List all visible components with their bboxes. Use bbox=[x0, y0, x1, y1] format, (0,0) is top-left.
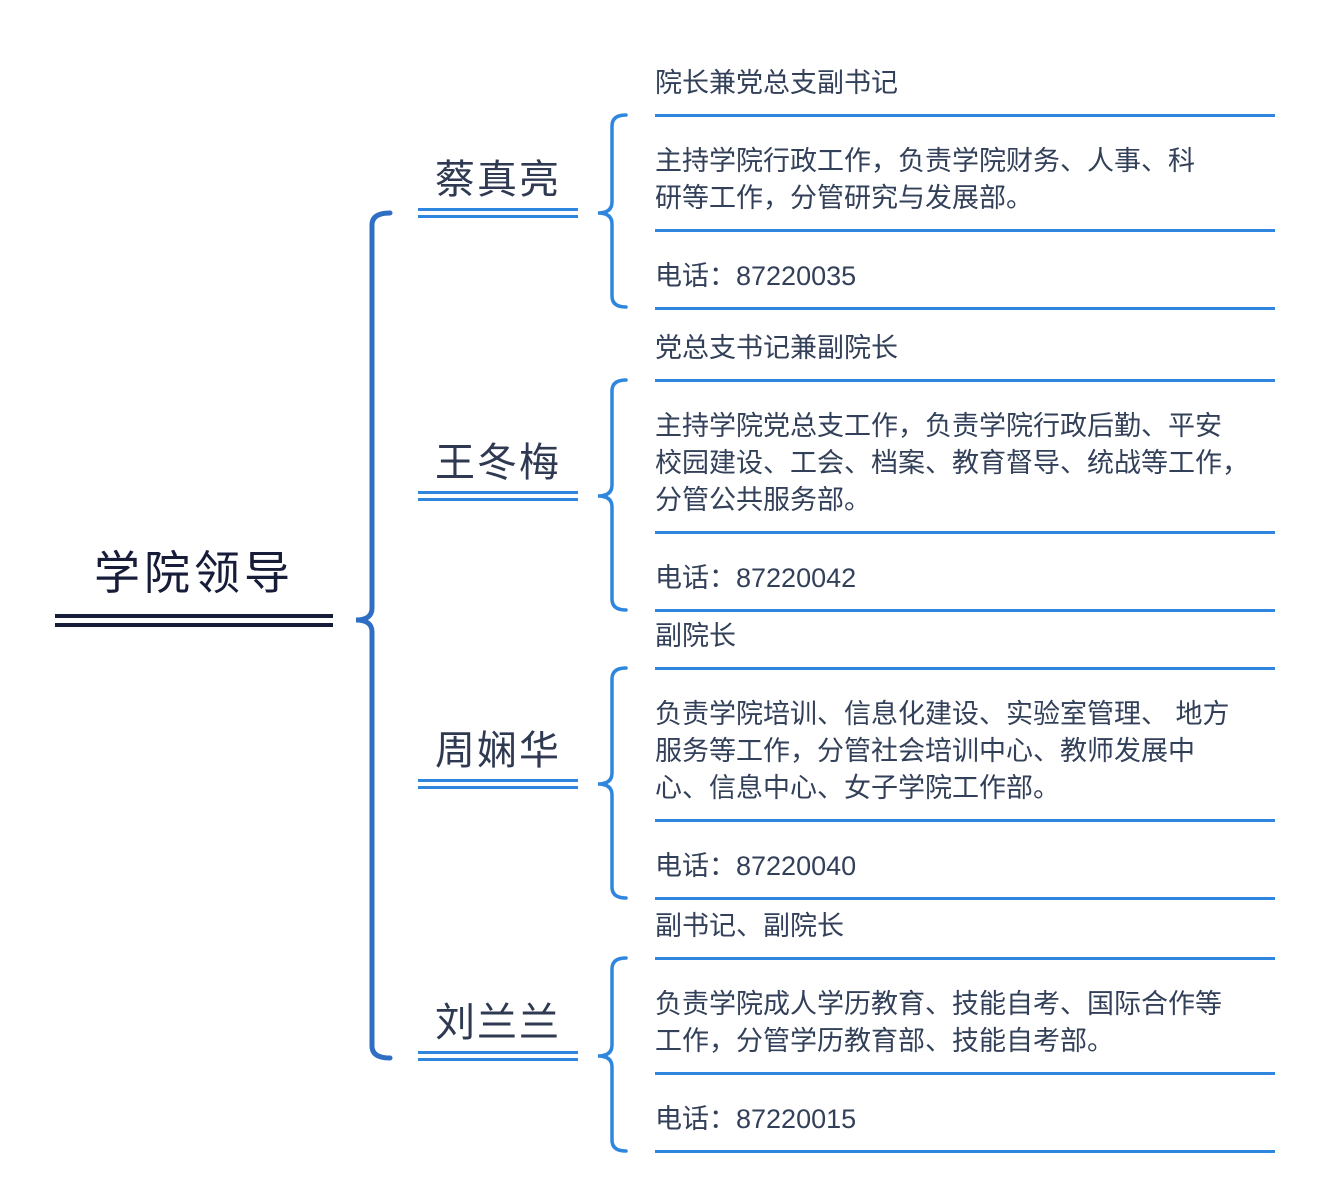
member-duty[interactable]: 负责学院成人学历教育、技能自考、国际合作等 工作，分管学历教育部、技能自考部。 bbox=[655, 986, 1275, 1075]
member-duty[interactable]: 主持学院党总支工作，负责学院行政后勤、平安 校园建设、工会、档案、教育督导、统战… bbox=[655, 408, 1275, 534]
member-name-node-2[interactable]: 王冬梅 bbox=[418, 437, 578, 501]
member-details-2: 党总支书记兼副院长 主持学院党总支工作，负责学院行政后勤、平安 校园建设、工会、… bbox=[655, 330, 1275, 612]
member-name-underline bbox=[418, 779, 578, 789]
member-details-3: 副院长 负责学院培训、信息化建设、实验室管理、 地方 服务等工作，分管社会培训中… bbox=[655, 618, 1275, 900]
member-bracket-3 bbox=[597, 666, 628, 900]
member-details-1: 院长兼党总支副书记 主持学院行政工作，负责学院财务、人事、科 研等工作，分管研究… bbox=[655, 65, 1275, 310]
member-name[interactable]: 蔡真亮 bbox=[435, 158, 561, 202]
member-phone[interactable]: 电话：87220035 bbox=[655, 258, 1275, 310]
member-phone[interactable]: 电话：87220015 bbox=[655, 1101, 1275, 1153]
member-phone[interactable]: 电话：87220040 bbox=[655, 848, 1275, 900]
root-topic[interactable]: 学院领导 bbox=[55, 544, 333, 602]
member-name-underline bbox=[418, 208, 578, 218]
member-details-4: 副书记、副院长 负责学院成人学历教育、技能自考、国际合作等 工作，分管学历教育部… bbox=[655, 908, 1275, 1153]
member-duty[interactable]: 负责学院培训、信息化建设、实验室管理、 地方 服务等工作，分管社会培训中心、教师… bbox=[655, 696, 1275, 822]
member-name-node-1[interactable]: 蔡真亮 bbox=[418, 154, 578, 218]
member-title[interactable]: 副书记、副院长 bbox=[655, 908, 1275, 960]
member-bracket-1 bbox=[597, 113, 628, 309]
root-topic-underline bbox=[55, 614, 333, 627]
member-name-node-3[interactable]: 周娴华 bbox=[418, 725, 578, 789]
member-name-node-4[interactable]: 刘兰兰 bbox=[418, 997, 578, 1061]
root-bracket bbox=[355, 210, 393, 1061]
member-bracket-2 bbox=[597, 378, 628, 612]
member-duty[interactable]: 主持学院行政工作，负责学院财务、人事、科 研等工作，分管研究与发展部。 bbox=[655, 143, 1275, 232]
member-name-underline bbox=[418, 491, 578, 501]
member-title[interactable]: 副院长 bbox=[655, 618, 1275, 670]
member-name[interactable]: 周娴华 bbox=[435, 729, 561, 773]
member-title[interactable]: 院长兼党总支副书记 bbox=[655, 65, 1275, 117]
member-title[interactable]: 党总支书记兼副院长 bbox=[655, 330, 1275, 382]
member-bracket-4 bbox=[597, 956, 628, 1153]
member-name[interactable]: 刘兰兰 bbox=[435, 1001, 561, 1045]
member-name[interactable]: 王冬梅 bbox=[435, 441, 561, 485]
member-name-underline bbox=[418, 1051, 578, 1061]
member-phone[interactable]: 电话：87220042 bbox=[655, 560, 1275, 612]
root-topic-label[interactable]: 学院领导 bbox=[94, 547, 294, 599]
